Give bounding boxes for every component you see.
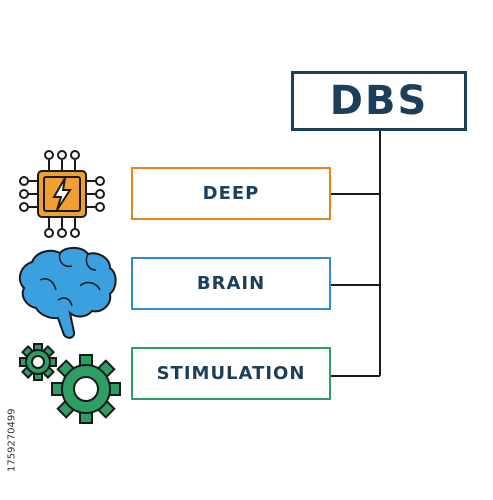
- box-deep: DEEP: [131, 167, 331, 220]
- stock-id-watermark: 1759270499: [6, 408, 18, 472]
- label-stimulation: STIMULATION: [156, 363, 306, 384]
- label-brain: BRAIN: [196, 273, 266, 294]
- title-box: DBS: [291, 71, 467, 131]
- title-text: DBS: [329, 78, 429, 124]
- label-deep: DEEP: [202, 183, 260, 204]
- box-brain: BRAIN: [131, 257, 331, 310]
- box-stimulation: STIMULATION: [131, 347, 331, 400]
